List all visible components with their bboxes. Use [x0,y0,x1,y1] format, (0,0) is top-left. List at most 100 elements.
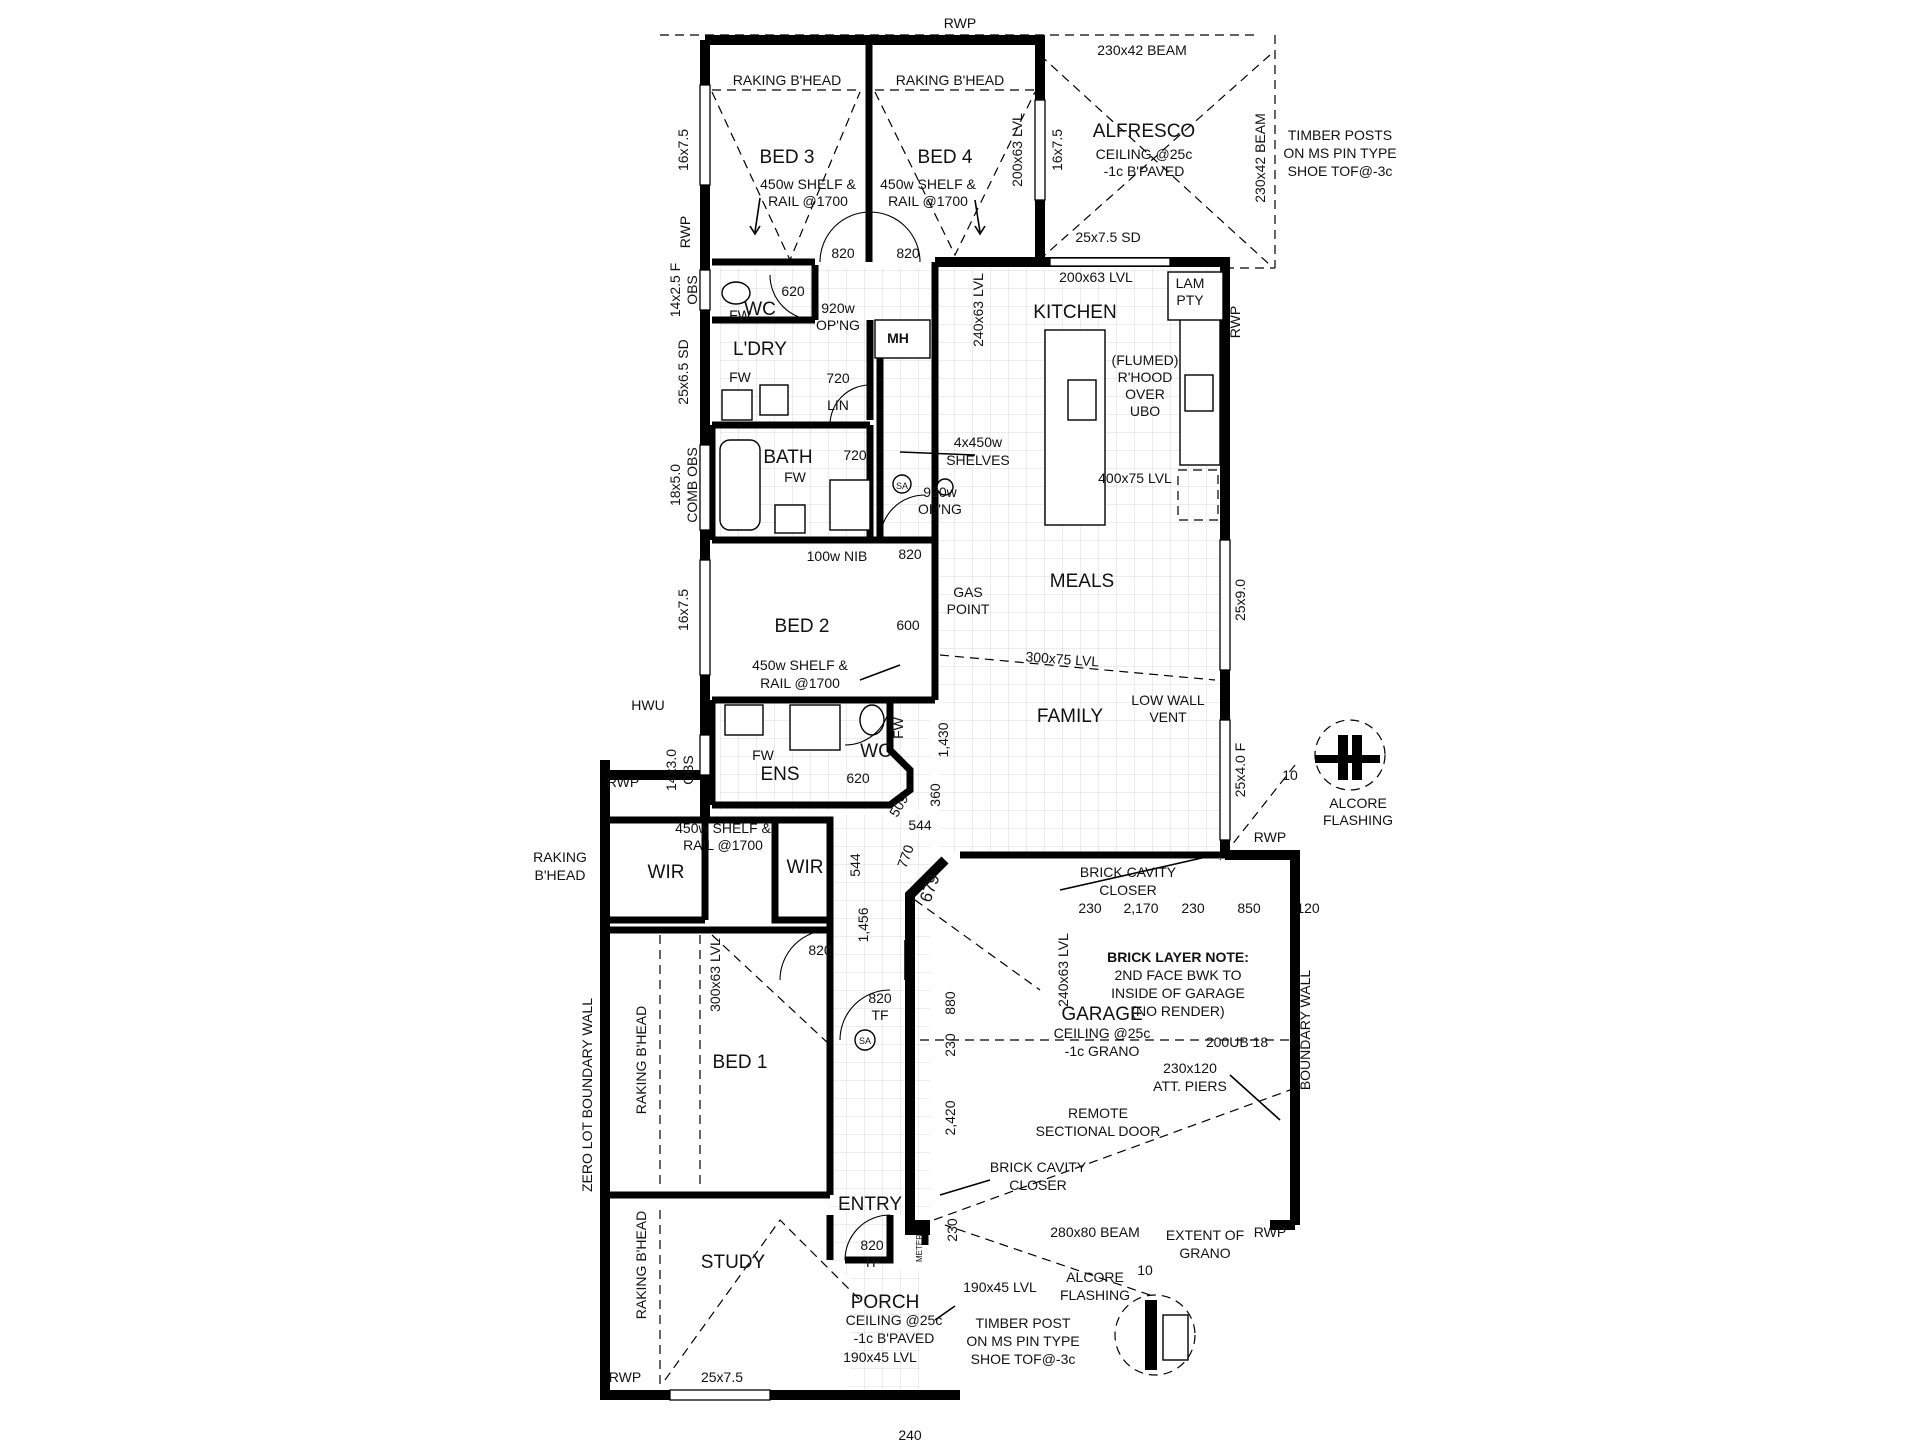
note-alfresco-ceiling-1: CEILING @25c [1096,146,1193,162]
note-rwp-garage-b: RWP [1254,1224,1286,1240]
note-raking-bhead-study: RAKING B'HEAD [633,1211,649,1319]
note-piers-1: 230x120 [1163,1060,1217,1076]
note-low-wall-1: LOW WALL [1131,692,1205,708]
note-flumed-1: (FLUMED) [1112,352,1179,368]
room-bed2: BED 2 [775,616,830,637]
note-opng-920-1: 920w [821,300,855,316]
room-bed4: BED 4 [918,147,973,168]
door-swings [769,211,926,1261]
note-sa2: SA [859,1036,871,1046]
note-timber-post-2: ON MS PIN TYPE [966,1333,1079,1349]
note-dim-544-v: 544 [847,853,863,877]
note-beam-right: 230x42 BEAM [1252,113,1268,203]
note-bed3-shelf-2: RAIL @1700 [768,193,848,209]
note-rwp-left: RWP [677,216,693,248]
note-brick-closer-a-1: BRICK CAVITY [1080,864,1177,880]
note-extent-1: EXTENT OF [1166,1227,1244,1243]
note-door-720-b: 720 [843,447,867,463]
note-zero-lot: ZERO LOT BOUNDARY WALL [579,998,595,1192]
note-bed4-shelf-1: 450w SHELF & [880,176,976,192]
note-alfresco-ceiling-2: -1c B'PAVED [1104,163,1185,179]
note-door-820-a: 820 [831,245,855,261]
note-shelves-1: 4x450w [954,434,1003,450]
note-fw-bath: FW [784,469,807,485]
note-door-620-b: 620 [846,770,870,786]
note-win-25x40: 25x4.0 F [1232,743,1248,797]
note-win-25x90: 25x9.0 [1232,579,1248,621]
note-nib-100: 100w NIB [807,548,868,564]
note-door-620: 620 [781,283,805,299]
note-flumed-4: UBO [1130,403,1160,419]
note-boundary-wall: BOUNDARY WALL [1297,970,1313,1091]
note-brick-note-title: BRICK LAYER NOTE: [1107,949,1249,965]
note-door-720: 720 [826,370,850,386]
room-lin: LIN [827,397,849,413]
note-brick-note-3: (NO RENDER) [1131,1003,1224,1019]
note-rwp-top: RWP [944,15,976,31]
note-fw-ldry: FW [729,369,752,385]
note-dim-230-b: 230 [1181,900,1205,916]
note-dim-10-a: 10 [1282,767,1298,783]
note-lvl-200x63-v: 200x63 LVL [1009,113,1025,187]
room-wir1: WIR [648,862,685,883]
note-timber-post-1: TIMBER POST [976,1315,1071,1331]
note-rwp-study: RWP [609,1369,641,1385]
note-dim-2420: 2,420 [942,1100,958,1135]
note-raking-bhead-2: RAKING B'HEAD [896,72,1004,88]
room-ens: ENS [760,764,799,785]
note-dim-230-d: 230 [944,1218,960,1242]
note-door-820-d: 820 [808,942,832,958]
note-dim-230-a: 230 [1078,900,1102,916]
note-alcore-a-2: FLASHING [1323,812,1393,828]
note-dim-360: 360 [927,783,943,807]
note-dim-120: 120 [1296,900,1320,916]
note-win-14x25-2: OBS [684,275,700,305]
note-beam-top: 230x42 BEAM [1097,42,1187,58]
note-lvl-200x63: 200x63 LVL [1059,269,1133,285]
note-remote-1: REMOTE [1068,1105,1128,1121]
note-garage-ceiling-1: CEILING @25c [1054,1025,1151,1041]
note-win-14x25-1: 14x2.5 F [667,263,683,317]
note-brick-closer-b-1: BRICK CAVITY [990,1159,1087,1175]
note-gas-2: POINT [947,601,990,617]
note-door-820-tf2-1: 820 [860,1237,884,1253]
note-dim-2170: 2,170 [1123,900,1158,916]
note-alcore-b-2: FLASHING [1060,1287,1130,1303]
note-raking-bhead-1: RAKING B'HEAD [733,72,841,88]
note-wir-shelf-1: 450w SHELF & [675,820,771,836]
kitchen-fixtures [1044,271,1224,526]
note-porch-ceiling-2: -1c B'PAVED [854,1330,935,1346]
note-wir-shelf-2: RAIL @1700 [683,837,763,853]
room-study: STUDY [701,1252,766,1273]
room-porch: PORCH [851,1292,920,1313]
note-gas-1: GAS [953,584,983,600]
note-opng-920-2: OP'NG [816,317,860,333]
room-meals: MEALS [1050,571,1114,592]
room-ldry: L'DRY [733,339,787,360]
note-dim-1430: 1,430 [935,722,951,757]
note-dim-10-b: 10 [1137,1262,1153,1278]
note-ub-200: 200UB 18 [1206,1034,1268,1050]
note-garage-ceiling-2: -1c GRANO [1065,1043,1140,1059]
note-timber-posts-3: SHOE TOF@-3c [1288,163,1393,179]
note-dim-880: 880 [942,991,958,1015]
room-wc: WC [744,299,776,320]
note-win-16x75-b: 16x7.5 [1049,129,1065,171]
room-mh: MH [887,330,909,346]
note-opng-920b-2: OP'NG [918,501,962,517]
note-door-820-tf-1: 820 [868,990,892,1006]
note-bed4-shelf-2: RAIL @1700 [888,193,968,209]
note-lvl-400x75: 400x75 LVL [1098,470,1172,486]
room-lam: LAM [1176,275,1205,291]
note-door-820-tf-2: TF [871,1007,888,1023]
note-dim-544-h: 544 [908,817,932,833]
note-opng-920b-1: 920w [923,484,957,500]
note-dim-230-c: 230 [942,1033,958,1057]
room-entry: ENTRY [838,1194,902,1215]
note-brick-note-2: INSIDE OF GARAGE [1111,985,1245,1001]
note-win-14x30-1: 14x3.0 [663,749,679,791]
note-bottom-cut: 240 [898,1427,922,1440]
note-bed2-shelf-1: 450w SHELF & [752,657,848,673]
note-win-18x50-2: COMB OBS [684,447,700,522]
